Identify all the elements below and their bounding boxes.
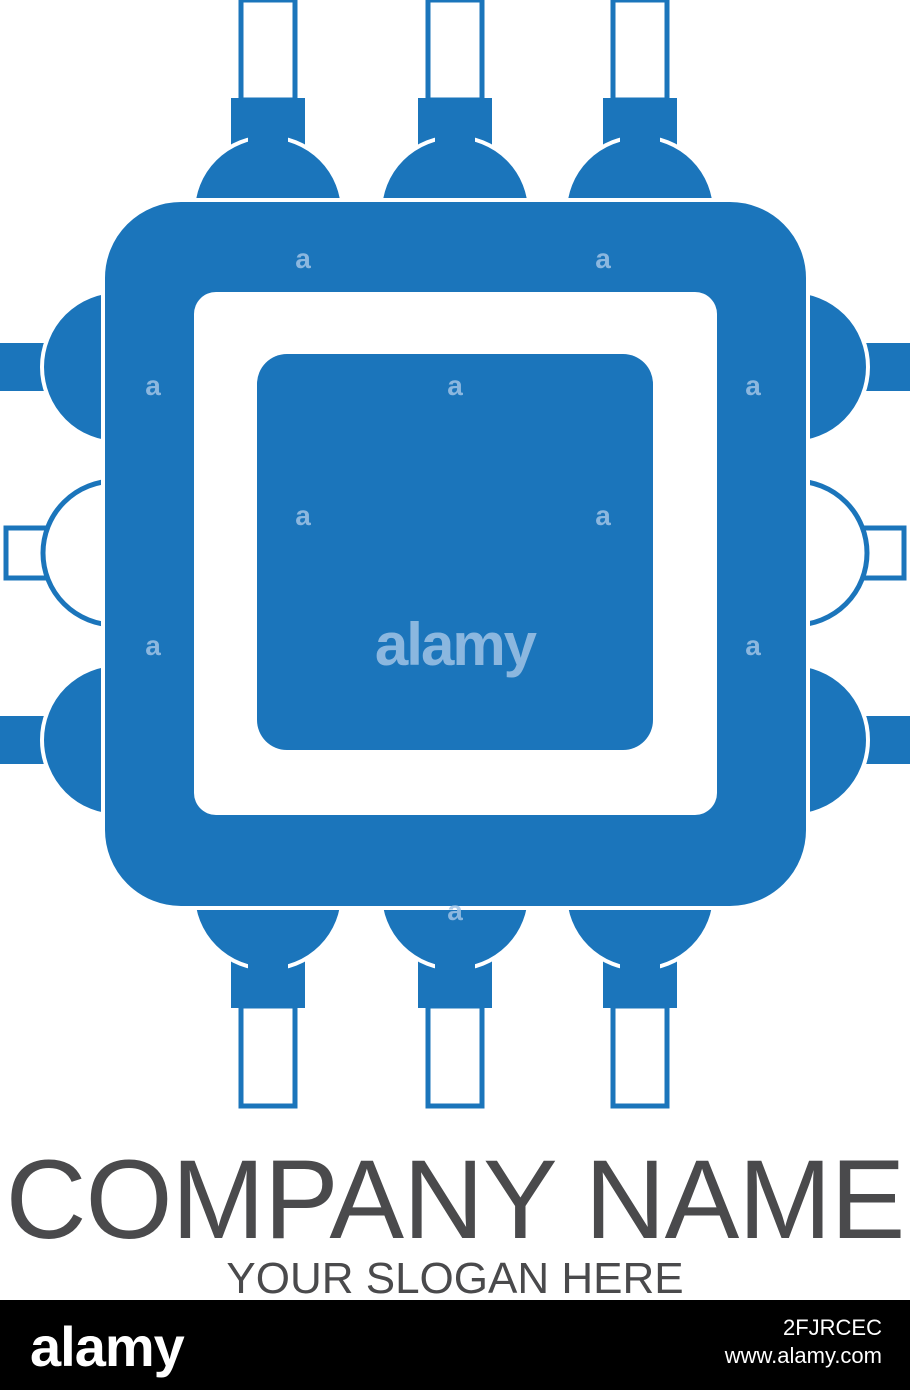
chip-core (257, 354, 653, 750)
microchip-logo-icon: a a a a a a a a a a alamy (0, 0, 910, 1120)
slogan: YOUR SLOGAN HERE (226, 1254, 684, 1303)
watermark: a a a a a a a a a a alamy (145, 243, 761, 926)
svg-text:a: a (447, 895, 463, 926)
svg-text:a: a (295, 500, 311, 531)
svg-text:a: a (447, 370, 463, 401)
svg-text:a: a (745, 630, 761, 661)
company-name: COMPANY NAME (5, 1137, 906, 1262)
top-pins (193, 0, 715, 212)
svg-text:a: a (595, 500, 611, 531)
footer-meta: 2FJRCEC www.alamy.com (725, 1314, 882, 1370)
footer-bar: alamy 2FJRCEC www.alamy.com (0, 1300, 910, 1390)
footer-brand-logo: alamy (30, 1315, 185, 1378)
image-id: 2FJRCEC (782, 1315, 882, 1340)
svg-text:a: a (145, 630, 161, 661)
footer-url[interactable]: www.alamy.com (724, 1343, 882, 1368)
svg-text:a: a (145, 370, 161, 401)
svg-text:a: a (745, 370, 761, 401)
left-pins (0, 289, 120, 818)
svg-text:a: a (595, 243, 611, 274)
svg-text:alamy: alamy (375, 611, 538, 678)
svg-text:a: a (295, 243, 311, 274)
